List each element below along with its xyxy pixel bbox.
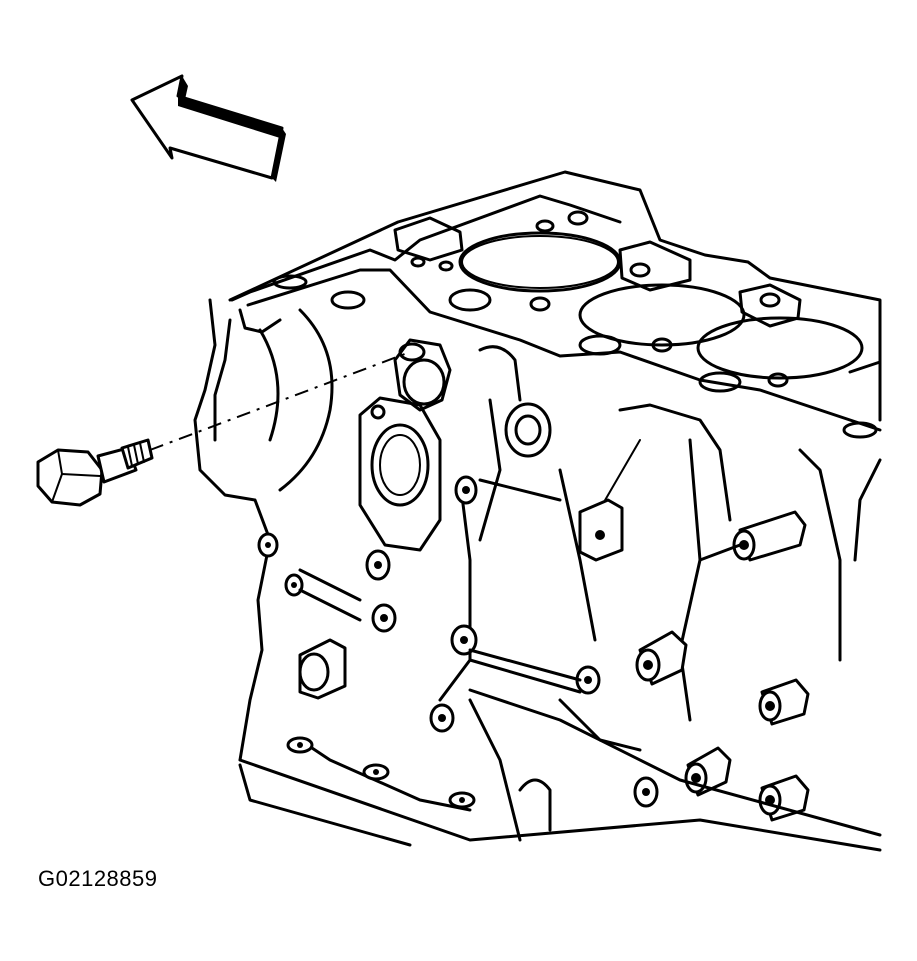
figure-id-label: G02128859 [38, 866, 158, 891]
sensor-plug [36, 351, 411, 507]
arrow-up-left-icon [130, 74, 286, 182]
engine-block [193, 170, 882, 852]
